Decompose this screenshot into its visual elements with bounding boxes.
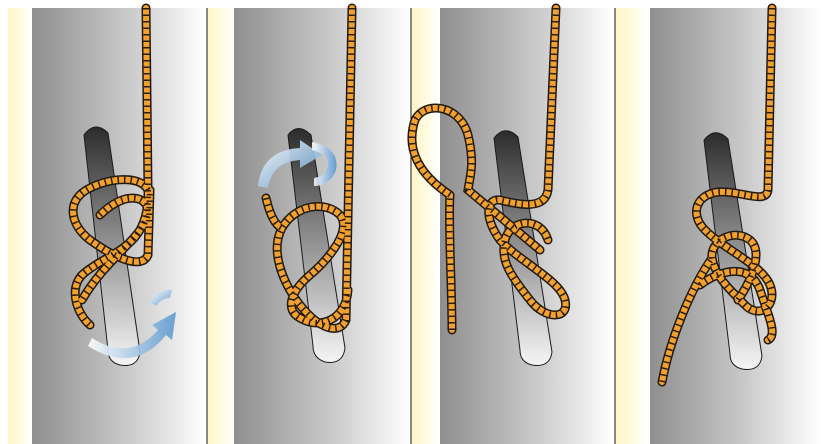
side-glow [616,8,650,444]
cleat [287,128,346,363]
rotate-arrow-icon [88,289,176,359]
panel-4 [616,3,821,444]
rotate-arrow-icon [258,140,337,188]
side-glow [208,8,234,444]
panel-2 [208,3,410,444]
side-glow [412,8,440,444]
panel-3 [407,3,614,444]
rope [407,3,571,335]
rope [261,3,357,333]
panel-1 [8,3,206,444]
rope [657,3,777,387]
side-glow [8,8,32,444]
rope [68,3,155,330]
